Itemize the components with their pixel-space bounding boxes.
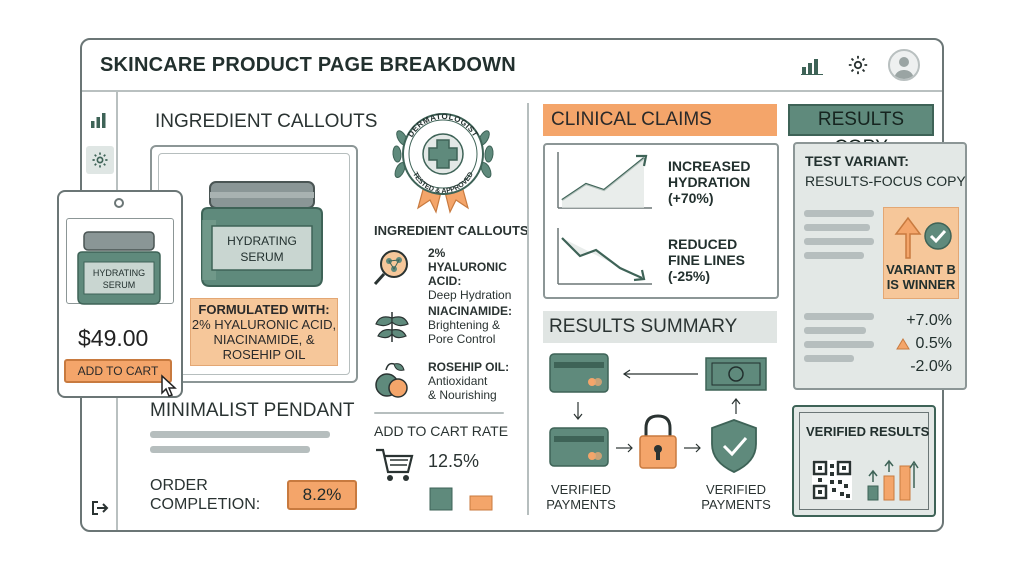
placeholder-line bbox=[804, 252, 864, 259]
placeholder-line bbox=[804, 238, 874, 245]
ingredient-name: NIACINAMIDE: bbox=[428, 304, 512, 318]
bar-chart-icon[interactable] bbox=[796, 49, 828, 81]
jar-label-line2: SERUM bbox=[240, 250, 283, 264]
claim-fine-lines-text: REDUCED FINE LINES (-25%) bbox=[668, 236, 746, 284]
placeholder-line bbox=[804, 341, 874, 348]
ingredient-desc-2: Pore Control bbox=[428, 332, 496, 346]
product-name: MINIMALIST PENDANT bbox=[150, 400, 355, 421]
divider bbox=[374, 412, 504, 414]
up-arrow-check-icon bbox=[894, 216, 952, 259]
metric-value-2: 0.5% bbox=[915, 335, 952, 352]
logout-icon[interactable] bbox=[86, 494, 114, 522]
test-variant-value: RESULTS-FOCUS COPY bbox=[805, 173, 966, 189]
add-to-cart-rate-value: 12.5% bbox=[428, 451, 480, 471]
ingredient-desc: Brightening & bbox=[428, 318, 501, 332]
ingredient-name: 2% HYALURONIC bbox=[428, 246, 507, 274]
triangle-up-icon bbox=[896, 338, 910, 350]
mobile-jar-line2: SERUM bbox=[103, 280, 136, 290]
section-title-callouts: INGREDIENT CALLOUTS bbox=[155, 111, 378, 132]
test-variant-label: TEST VARIANT: bbox=[805, 153, 909, 169]
order-completion-label: ORDER COMPLETION: bbox=[150, 477, 261, 513]
add-to-cart-rate-label: ADD TO CART RATE bbox=[374, 423, 509, 439]
placeholder-line bbox=[804, 355, 854, 362]
verified-payments-label-right: VERIFIED PAYMENTS bbox=[701, 482, 771, 512]
gear-icon[interactable] bbox=[842, 49, 874, 81]
results-summary-header: RESULTS SUMMARY bbox=[543, 311, 777, 343]
order-completion-value: 8.2% bbox=[287, 480, 357, 510]
fine-lines-down-trend-chart bbox=[557, 228, 652, 285]
ingredient-list-title: INGREDIENT CALLOUTS bbox=[374, 223, 529, 238]
ingredient-desc: Antioxidant bbox=[428, 374, 488, 388]
metric-value-1: +7.0% bbox=[906, 312, 952, 329]
placeholder-line bbox=[804, 224, 870, 231]
clinical-claims-panel bbox=[543, 143, 779, 299]
cursor-icon bbox=[161, 374, 177, 397]
mobile-jar-line1: HYDRATING bbox=[93, 268, 145, 278]
verified-results-title: VERIFIED RESULTS bbox=[806, 424, 930, 439]
formulated-with-callout: FORMULATED WITH: 2% HYALURONIC ACID, NIA… bbox=[190, 298, 338, 366]
metric-value-3: -2.0% bbox=[910, 358, 952, 375]
placeholder-line bbox=[804, 327, 866, 334]
bar-chart-icon[interactable] bbox=[86, 106, 114, 134]
payment-flow-diagram bbox=[549, 353, 767, 473]
formulated-line1: 2% HYALURONIC ACID, bbox=[191, 317, 337, 332]
variant-winner-card: VARIANT B IS WINNER bbox=[883, 207, 959, 299]
magnifier-molecule-icon bbox=[373, 250, 408, 286]
ingredient-desc: Deep Hydration bbox=[428, 288, 512, 302]
top-bar: SKINCARE PRODUCT PAGE BREAKDOWN bbox=[82, 40, 942, 92]
gear-icon[interactable] bbox=[86, 146, 114, 174]
product-price: $49.00 bbox=[78, 325, 149, 351]
jar-label-line1: HYDRATING bbox=[227, 234, 297, 248]
avatar[interactable] bbox=[888, 49, 920, 81]
placeholder-line bbox=[804, 313, 874, 320]
mobile-serum-jar-image: HYDRATING SERUM bbox=[77, 231, 161, 305]
results-copy-header: RESULTS COPY bbox=[788, 104, 934, 158]
add-to-cart-button[interactable]: ADD TO CART bbox=[64, 359, 172, 383]
verified-payments-label-left: VERIFIED PAYMENTS bbox=[546, 482, 616, 512]
placeholder-line bbox=[150, 431, 330, 438]
claim-hydration-text: INCREASED HYDRATION (+70%) bbox=[668, 158, 751, 206]
growth-bars-icon bbox=[867, 459, 919, 501]
ingredient-name: ROSEHIP OIL: bbox=[428, 360, 510, 374]
placeholder-line bbox=[150, 446, 310, 453]
formulated-line3: ROSEHIP OIL bbox=[222, 347, 306, 362]
formulated-line2: NIACINAMIDE, & bbox=[213, 332, 315, 347]
dermatologist-badge: DERMATOLOGIST TESTED & APPROVED bbox=[392, 112, 494, 214]
page-title: SKINCARE PRODUCT PAGE BREAKDOWN bbox=[100, 54, 516, 76]
hydration-up-trend-chart bbox=[557, 152, 652, 209]
ingredient-item-rosehip: ROSEHIP OIL: Antioxidant & Nourishing bbox=[372, 360, 522, 412]
rosehip-fruit-icon bbox=[375, 362, 408, 398]
winner-line1: VARIANT B bbox=[886, 262, 956, 277]
ingredient-item-niacinamide: NIACINAMIDE: Brightening & Pore Control bbox=[372, 304, 522, 356]
placeholder-line bbox=[804, 210, 874, 217]
leaf-icon bbox=[375, 312, 409, 342]
ingredient-item-hyaluronic: 2% HYALURONIC ACID: Deep Hydration bbox=[372, 246, 522, 302]
qr-code-icon bbox=[812, 460, 852, 500]
mini-bar-chart bbox=[429, 487, 493, 511]
cart-icon bbox=[376, 448, 414, 481]
column-divider bbox=[527, 103, 529, 515]
ingredient-desc-2: & Nourishing bbox=[428, 388, 497, 402]
clinical-claims-header: CLINICAL CLAIMS bbox=[543, 104, 777, 136]
ingredient-name-2: ACID: bbox=[428, 274, 462, 288]
serum-jar-image: HYDRATING SERUM bbox=[201, 181, 323, 287]
winner-line2: IS WINNER bbox=[886, 277, 956, 292]
formulated-heading: FORMULATED WITH: bbox=[198, 302, 330, 317]
